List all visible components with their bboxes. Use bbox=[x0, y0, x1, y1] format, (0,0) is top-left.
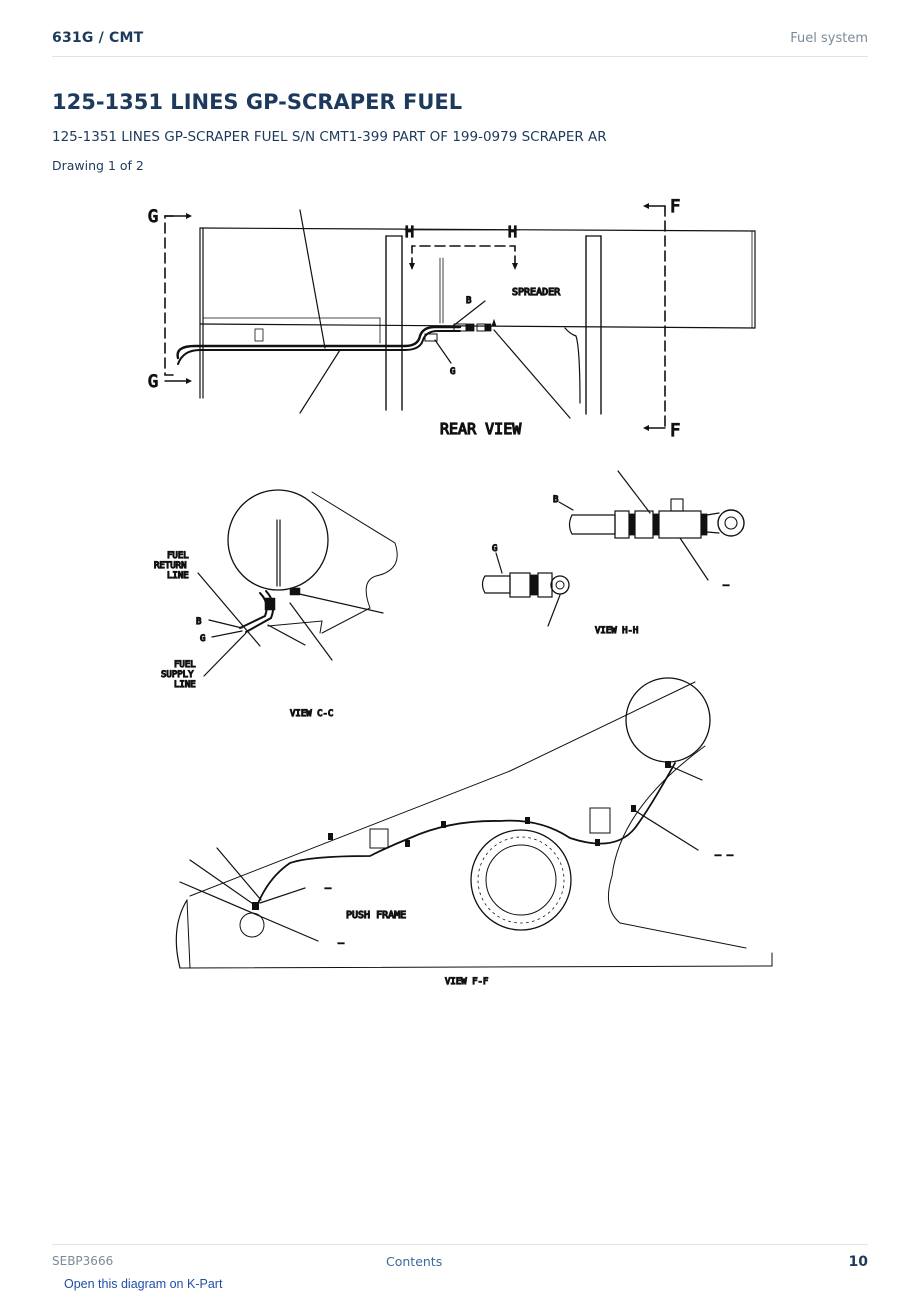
contents-link[interactable]: Contents bbox=[386, 1254, 443, 1269]
callout-b-cc: B bbox=[196, 617, 201, 627]
section-name: Fuel system bbox=[790, 31, 868, 46]
open-on-kpart-link[interactable]: Open this diagram on K-Part bbox=[64, 1277, 223, 1291]
page-header: 631G / CMT Fuel system bbox=[52, 28, 868, 57]
hh-dash-label: – bbox=[723, 580, 730, 591]
section-g-top-label: G bbox=[148, 207, 158, 227]
page-number: 10 bbox=[848, 1254, 868, 1270]
page-title: 125-1351 LINES GP-SCRAPER FUEL bbox=[52, 90, 463, 114]
callout-g-hh: G bbox=[492, 544, 497, 554]
section-h-right-label: H bbox=[508, 223, 517, 241]
callout-b-rear: B bbox=[466, 296, 471, 306]
ff-dash-3: – – bbox=[715, 850, 734, 861]
page-footer: SEBP3666 Contents 10 bbox=[52, 1244, 868, 1275]
section-f-top-label: F bbox=[670, 197, 680, 217]
rear-view-caption: REAR VIEW bbox=[440, 420, 522, 438]
callout-g-rear: G bbox=[450, 367, 455, 377]
view-ff: – – – – PUSH FRAME VIEW F-F bbox=[175, 677, 773, 988]
ff-dash-1: – bbox=[325, 883, 332, 894]
spreader-label: SPREADER bbox=[512, 287, 561, 298]
fuel-supply-line-label-1: FUEL bbox=[174, 660, 196, 670]
rear-view: G G H H bbox=[147, 196, 756, 442]
parts-diagram: G G H H bbox=[140, 188, 790, 988]
fuel-supply-line-label-2: SUPPLY bbox=[161, 670, 194, 680]
view-ff-caption: VIEW F-F bbox=[445, 977, 488, 987]
callout-b-hh: B bbox=[553, 495, 558, 505]
section-h-left-label: H bbox=[405, 223, 414, 241]
section-f-bottom-label: F bbox=[670, 421, 680, 441]
fuel-return-line-label-1: FUEL bbox=[167, 551, 189, 561]
fuel-return-line-label-2: RETURN bbox=[154, 561, 187, 571]
view-hh: B – G VIEW H-H bbox=[481, 470, 745, 637]
fuel-return-line-label-3: LINE bbox=[167, 571, 189, 581]
ff-dash-2: – bbox=[338, 938, 345, 949]
model-breadcrumb: 631G / CMT bbox=[52, 30, 144, 46]
drawing-counter: Drawing 1 of 2 bbox=[52, 158, 144, 173]
section-g-bottom-label: G bbox=[148, 372, 158, 392]
page-subtitle: 125-1351 LINES GP-SCRAPER FUEL S/N CMT1-… bbox=[52, 129, 607, 145]
document-id: SEBP3666 bbox=[52, 1254, 114, 1268]
fuel-supply-line-label-3: LINE bbox=[174, 680, 196, 690]
view-cc-caption: VIEW C-C bbox=[290, 709, 333, 719]
callout-g-cc: G bbox=[200, 634, 205, 644]
push-frame-label: PUSH FRAME bbox=[346, 910, 406, 921]
view-hh-caption: VIEW H-H bbox=[595, 626, 638, 636]
view-cc: FUEL RETURN LINE B G FUEL SUPPLY LINE VI… bbox=[153, 489, 398, 720]
